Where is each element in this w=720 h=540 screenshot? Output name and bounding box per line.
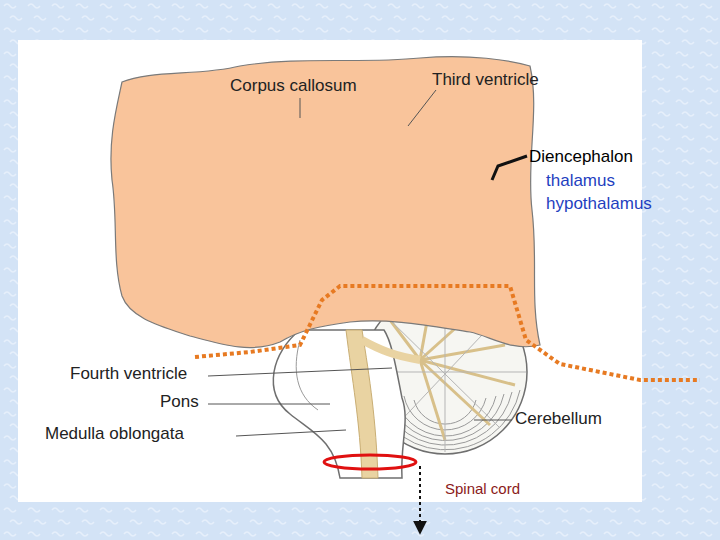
part-label: Corpus callosum [230,77,357,96]
cerebrum-overlay [111,57,540,348]
leader-line [492,156,527,180]
direction-arrow [419,466,421,532]
nerve-tract [362,340,420,360]
boundary-line [195,286,700,380]
pons-outline [296,340,318,410]
part-label: Medulla oblongata [45,425,184,444]
part-label: Spinal cord [445,481,520,498]
part-label: hypothalamus [546,195,652,214]
part-label: Pons [160,393,199,412]
part-label: thalamus [546,172,615,191]
illustration-panel [18,40,642,502]
section-ring [324,455,416,469]
leader-lines [208,90,512,436]
part-label: Cerebellum [515,410,602,429]
part-label: Diencephalon [529,148,633,167]
part-label: Fourth ventricle [70,365,187,384]
part-label: Third ventricle [432,71,539,90]
